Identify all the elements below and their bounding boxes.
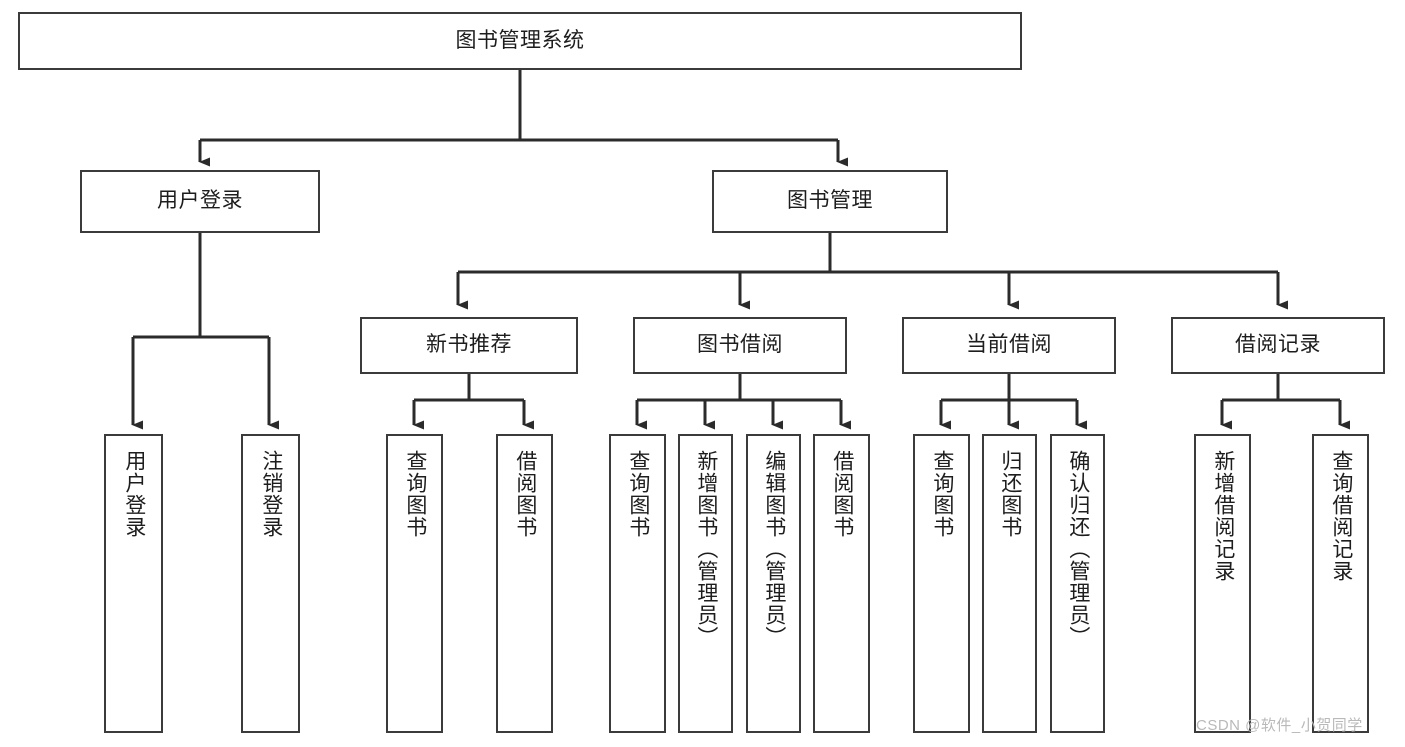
node-user-login[interactable]: 用户登录 [80, 170, 320, 233]
node-leaf-borrow-book-2[interactable]: 借阅图书 [813, 434, 870, 733]
node-new-book-rec-label: 新书推荐 [426, 333, 512, 357]
node-book-manage[interactable]: 图书管理 [712, 170, 948, 233]
node-leaf-logout[interactable]: 注销登录 [241, 434, 300, 733]
node-borrow-record-label: 借阅记录 [1235, 333, 1321, 357]
node-leaf-query-record[interactable]: 查询借阅记录 [1312, 434, 1369, 733]
node-current-borrow[interactable]: 当前借阅 [902, 317, 1116, 374]
node-user-login-label: 用户登录 [157, 189, 243, 213]
node-leaf-add-record-label: 新增借阅记录 [1211, 450, 1235, 582]
node-leaf-query-book-3[interactable]: 查询图书 [913, 434, 970, 733]
node-leaf-add-record[interactable]: 新增借阅记录 [1194, 434, 1251, 733]
node-leaf-confirm-return-label: 确认归还（管理员） [1066, 450, 1090, 648]
node-current-borrow-label: 当前借阅 [966, 333, 1052, 357]
node-book-manage-label: 图书管理 [787, 189, 873, 213]
node-leaf-user-login[interactable]: 用户登录 [104, 434, 163, 733]
node-leaf-return-book-label: 归还图书 [998, 450, 1022, 538]
node-leaf-query-book-1-label: 查询图书 [403, 450, 427, 538]
node-root[interactable]: 图书管理系统 [18, 12, 1022, 70]
node-leaf-query-book-3-label: 查询图书 [930, 450, 954, 538]
node-leaf-query-book-2-label: 查询图书 [626, 450, 650, 538]
node-leaf-add-book[interactable]: 新增图书（管理员） [678, 434, 733, 733]
node-leaf-return-book[interactable]: 归还图书 [982, 434, 1037, 733]
node-new-book-rec[interactable]: 新书推荐 [360, 317, 578, 374]
watermark: CSDN @软件_小贺同学 [1196, 717, 1363, 734]
node-leaf-add-book-label: 新增图书（管理员） [694, 450, 718, 648]
node-leaf-edit-book[interactable]: 编辑图书（管理员） [746, 434, 801, 733]
node-leaf-query-record-label: 查询借阅记录 [1329, 450, 1353, 582]
node-root-label: 图书管理系统 [455, 28, 585, 52]
node-leaf-user-login-label: 用户登录 [122, 450, 146, 538]
node-borrow-record[interactable]: 借阅记录 [1171, 317, 1385, 374]
node-book-borrow[interactable]: 图书借阅 [633, 317, 847, 374]
node-leaf-query-book-1[interactable]: 查询图书 [386, 434, 443, 733]
node-leaf-confirm-return[interactable]: 确认归还（管理员） [1050, 434, 1105, 733]
node-leaf-query-book-2[interactable]: 查询图书 [609, 434, 666, 733]
node-leaf-borrow-book-1[interactable]: 借阅图书 [496, 434, 553, 733]
node-book-borrow-label: 图书借阅 [697, 333, 783, 357]
node-leaf-borrow-book-1-label: 借阅图书 [513, 450, 537, 538]
node-leaf-logout-label: 注销登录 [259, 450, 283, 538]
node-leaf-borrow-book-2-label: 借阅图书 [830, 450, 854, 538]
node-leaf-edit-book-label: 编辑图书（管理员） [762, 450, 786, 648]
